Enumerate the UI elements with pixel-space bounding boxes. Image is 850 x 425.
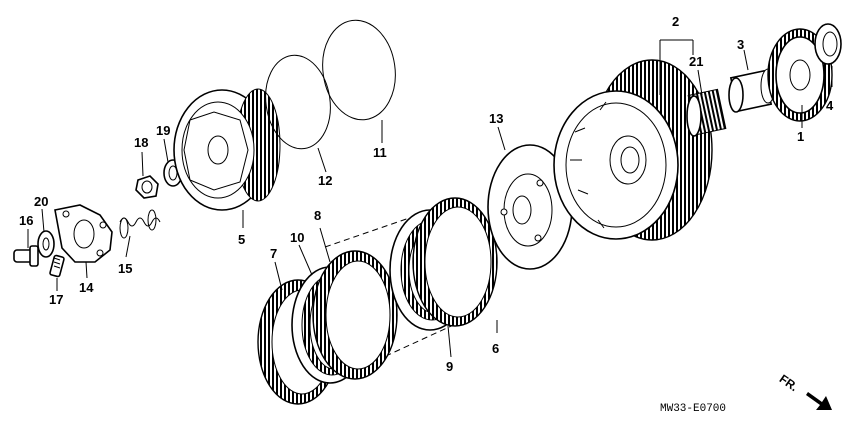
callout-8: 8 (314, 208, 321, 223)
callout-2: 2 (672, 14, 679, 29)
bearing-20 (37, 230, 55, 258)
callout-17: 17 (49, 292, 63, 307)
callout-19: 19 (156, 123, 170, 138)
needle-bearing-21 (686, 88, 727, 137)
front-arrow-icon (806, 392, 832, 410)
friction-disc-6 (412, 197, 498, 327)
ring-11 (322, 19, 396, 121)
bolt-17 (49, 254, 65, 278)
callout-5: 5 (238, 232, 245, 247)
leader-lines (27, 39, 833, 358)
callout-15: 15 (118, 261, 132, 276)
callout-6: 6 (492, 341, 499, 356)
front-direction-indicator: FR. (777, 372, 832, 410)
clutch-center-5 (173, 88, 281, 211)
callout-16: 16 (19, 213, 33, 228)
callout-21: 21 (689, 54, 703, 69)
callout-11: 11 (373, 145, 387, 160)
lifter-plate-14 (54, 204, 113, 263)
callout-10: 10 (290, 230, 304, 245)
front-label: FR. (777, 372, 801, 395)
callout-4: 4 (826, 98, 834, 113)
callout-12: 12 (318, 173, 332, 188)
bolt-16 (13, 245, 39, 267)
ring-12 (265, 54, 331, 150)
callout-3: 3 (737, 37, 744, 52)
callout-18: 18 (134, 135, 148, 150)
callout-1: 1 (797, 129, 804, 144)
diagram-code: MW33-E0700 (660, 403, 726, 415)
nut-18 (135, 175, 159, 199)
callout-13: 13 (489, 111, 503, 126)
spring-15 (119, 209, 161, 239)
callout-14: 14 (79, 280, 94, 295)
clutch-outer-2 (553, 59, 713, 241)
callout-labels: 1 2 3 4 5 6 7 8 9 10 11 12 13 14 15 16 1… (19, 14, 834, 374)
callout-20: 20 (34, 194, 48, 209)
pressure-plate-13 (487, 144, 573, 270)
callout-9: 9 (446, 359, 453, 374)
collar-4 (814, 23, 842, 65)
callout-7: 7 (270, 246, 277, 261)
friction-disc-8 (312, 250, 398, 380)
